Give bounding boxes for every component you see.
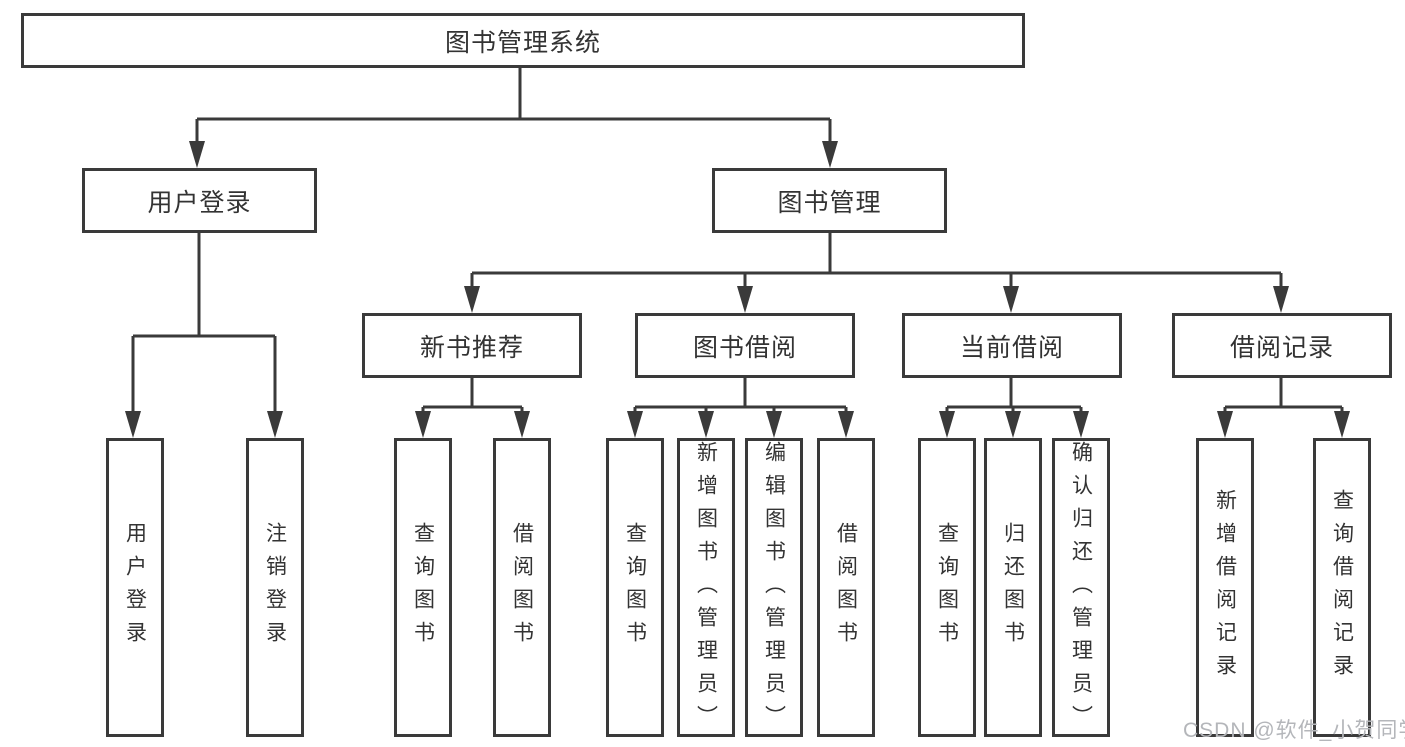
leaf-logout: 注销登录 xyxy=(246,438,304,737)
leaf-label: 确认归还（管理员） xyxy=(1069,441,1093,738)
leaf-cb-query-book: 查询图书 xyxy=(918,438,976,737)
leaf-label: 注销登录 xyxy=(263,521,287,654)
leaf-user-login: 用户登录 xyxy=(106,438,164,737)
leaf-label: 查询图书 xyxy=(623,521,647,654)
arrowhead-icon xyxy=(125,411,141,438)
leaf-cb-confirm-return-admin: 确认归还（管理员） xyxy=(1052,438,1110,738)
leaf-nb-query-book: 查询图书 xyxy=(394,438,452,737)
arrowhead-icon xyxy=(838,411,854,438)
node-root-library-management-system: 图书管理系统 xyxy=(21,13,1025,68)
arrowhead-icon xyxy=(627,411,643,438)
arrowhead-icon xyxy=(1005,411,1021,438)
arrowhead-icon xyxy=(1003,286,1019,313)
node-borrow-record: 借阅记录 xyxy=(1172,313,1392,378)
arrowhead-icon xyxy=(1073,411,1089,438)
arrowhead-icon xyxy=(822,141,838,168)
leaf-label: 查询借阅记录 xyxy=(1330,488,1354,687)
arrowhead-icon xyxy=(267,411,283,438)
node-book-borrow: 图书借阅 xyxy=(635,313,855,378)
leaf-bb-add-book-admin: 新增图书（管理员） xyxy=(677,438,735,738)
arrowhead-icon xyxy=(1217,411,1233,438)
arrowhead-icon xyxy=(1334,411,1350,438)
leaf-label: 查询图书 xyxy=(411,521,435,654)
leaf-label: 借阅图书 xyxy=(510,521,534,654)
leaf-label: 新增借阅记录 xyxy=(1213,488,1237,687)
arrowhead-icon xyxy=(766,411,782,438)
connector-lines xyxy=(131,68,1344,411)
leaf-label: 借阅图书 xyxy=(834,521,858,654)
arrowhead-icon xyxy=(737,286,753,313)
node-current-borrow: 当前借阅 xyxy=(902,313,1122,378)
leaf-label: 编辑图书（管理员） xyxy=(762,441,786,738)
leaf-label: 用户登录 xyxy=(123,521,147,654)
arrowheads xyxy=(125,141,1350,438)
arrowhead-icon xyxy=(415,411,431,438)
arrowhead-icon xyxy=(464,286,480,313)
arrowhead-icon xyxy=(939,411,955,438)
leaf-br-query-record: 查询借阅记录 xyxy=(1313,438,1371,737)
leaf-br-add-record: 新增借阅记录 xyxy=(1196,438,1254,737)
arrowhead-icon xyxy=(698,411,714,438)
node-new-book-recommend: 新书推荐 xyxy=(362,313,582,378)
leaf-cb-return-book: 归还图书 xyxy=(984,438,1042,737)
leaf-bb-edit-book-admin: 编辑图书（管理员） xyxy=(745,438,803,738)
node-user-login: 用户登录 xyxy=(82,168,317,233)
arrowhead-icon xyxy=(189,141,205,168)
leaf-bb-borrow-book: 借阅图书 xyxy=(817,438,875,737)
node-book-management: 图书管理 xyxy=(712,168,947,233)
leaf-label: 查询图书 xyxy=(935,521,959,654)
arrowhead-icon xyxy=(1273,286,1289,313)
watermark: CSDN @软件_小贺同学 xyxy=(1183,719,1405,742)
leaf-label: 归还图书 xyxy=(1001,521,1025,654)
leaf-bb-query-book: 查询图书 xyxy=(606,438,664,737)
leaf-nb-borrow-book: 借阅图书 xyxy=(493,438,551,737)
leaf-label: 新增图书（管理员） xyxy=(694,441,718,738)
arrowhead-icon xyxy=(514,411,530,438)
